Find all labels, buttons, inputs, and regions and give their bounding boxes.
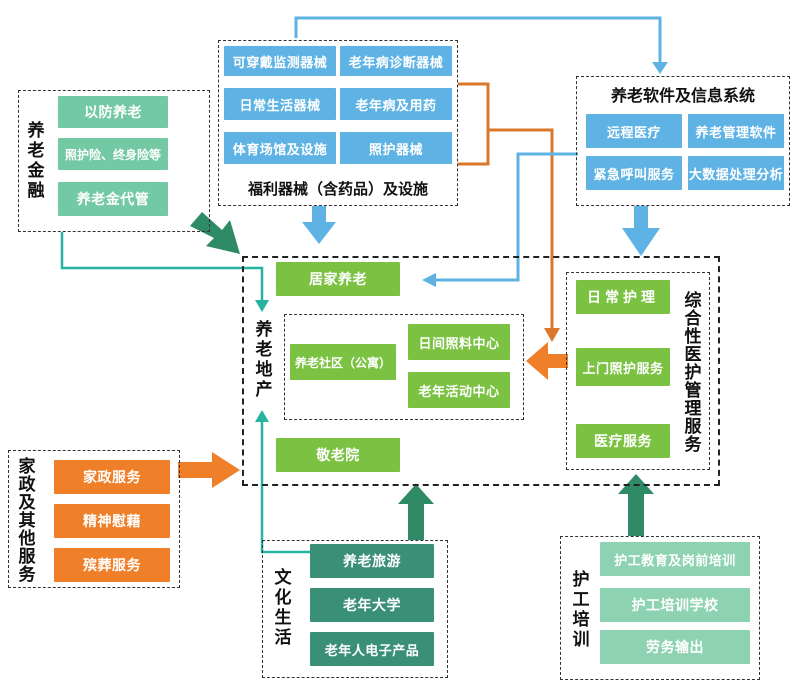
finance-diagonal-arrow [190,212,240,254]
equipment-item-sports-venues: 体育场馆及设施 [224,132,336,164]
equipment-group [218,40,458,206]
software-to-homecare-line [434,152,578,282]
software-item-big-data: 大数据处理分析 [688,156,784,190]
training-up-arrow [618,474,654,536]
housekeeping-item-domestic: 家政服务 [54,460,170,494]
realestate-home-care: 居家养老 [276,262,400,296]
equipment-to-software-line [294,16,662,64]
culture-item-electronics: 老年人电子产品 [310,632,434,666]
medical-item-medical-service: 医疗服务 [576,424,670,458]
equipment-item-care-devices: 照护器械 [340,132,452,164]
medical-item-daily-care: 日常护理 [576,280,670,314]
equipment-item-daily-living: 日常生活器械 [224,88,336,120]
equipment-caption: 福利器械（含药品）及设施 [247,179,428,198]
culture-up-arrow [398,484,434,540]
housekeeping-item-spiritual: 精神慰藉 [54,504,170,538]
software-title: 养老软件及信息系统 [610,86,755,105]
software-group [576,76,790,206]
finance-title: 养老金融 [23,121,44,201]
realestate-activity-center: 老年活动中心 [408,372,510,408]
housekeeping-item-funeral: 殡葬服务 [54,548,170,582]
software-item-emergency-call: 紧急呼叫服务 [586,156,682,190]
finance-to-realestate-line [60,232,264,302]
software-down-arrow [622,206,660,256]
culture-group [262,540,448,678]
medical-to-community-arrow [526,342,568,380]
housekeeping-title: 家政及其他服务 [14,457,35,583]
housekeeping-to-realestate-arrow [178,452,240,488]
equipment-item-medication: 老年病及用药 [340,88,452,120]
culture-title: 文化生活 [270,568,291,648]
realestate-group [242,256,720,486]
culture-item-tourism: 养老旅游 [310,544,434,578]
equipment-item-wearable: 可穿戴监测器械 [224,46,336,76]
finance-group [18,90,210,232]
culture-to-realestate-arrowhead [255,410,269,422]
culture-item-university: 老年大学 [310,588,434,622]
training-title: 护工培训 [568,570,589,650]
training-group [560,536,760,680]
finance-to-realestate-arrowhead [255,300,269,312]
realestate-community: 养老社区（公寓） [290,344,396,380]
software-to-homecare-arrowhead [422,273,436,287]
equipment-to-software-arrowhead [652,62,668,74]
realestate-title: 养老地产 [251,320,272,400]
finance-item-pension-custody: 养老金代管 [58,182,168,216]
software-item-telemedicine: 远程医疗 [586,114,682,148]
equipment-to-medical-arrowhead [544,328,560,342]
housekeeping-group [8,450,180,588]
training-item-labor-export: 劳务输出 [600,630,750,664]
equipment-down-arrow [302,206,336,244]
community-group [284,314,524,420]
equipment-item-diagnosis: 老年病诊断器械 [340,46,452,76]
medical-item-home-visit: 上门照护服务 [576,348,670,386]
finance-item-insurance: 照护险、终身险等 [58,138,168,170]
software-item-management: 养老管理软件 [688,114,784,148]
realestate-day-care: 日间照料中心 [408,324,510,360]
finance-item-pension-prevention: 以防养老 [58,96,168,128]
realestate-nursing-home: 敬老院 [276,438,400,472]
training-item-school: 护工培训学校 [600,588,750,622]
medical-title: 综合性医护管理服务 [680,291,701,453]
training-item-education: 护工教育及岗前培训 [600,542,750,576]
medical-group [566,272,710,470]
equipment-to-medical-line-2 [458,130,490,166]
